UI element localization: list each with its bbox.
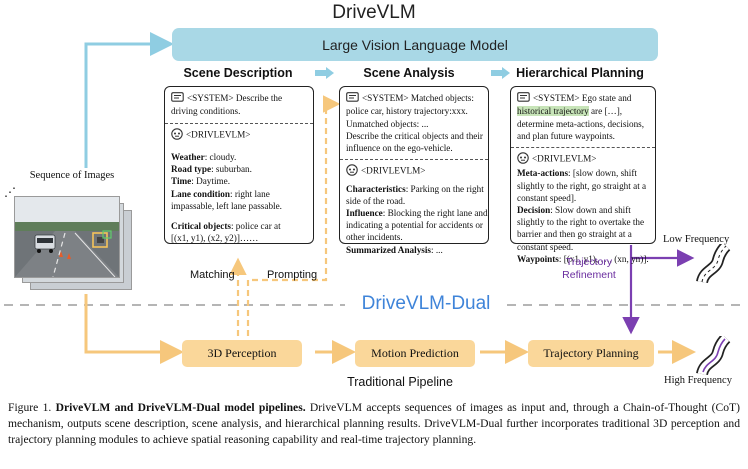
vlm-robot-icon <box>517 152 529 167</box>
dashed-divider <box>165 122 313 124</box>
system-text: Unmatched objects: ... <box>346 118 429 129</box>
field-row: impassable, left lane passable. <box>171 200 282 211</box>
trajectory-refinement-label: Trajectory Refinement <box>562 256 616 281</box>
high-frequency-road-icon <box>694 333 738 381</box>
field-row: constant speed]. <box>517 192 577 203</box>
field-row: side of the road. <box>346 195 406 206</box>
field-row: Critical objects: police car at <box>171 220 281 231</box>
dashed-divider <box>511 147 655 149</box>
high-frequency-label: High Frequency <box>664 375 732 386</box>
stage-header-hierarchical-planning: Hierarchical Planning <box>516 66 644 80</box>
matching-label: Matching <box>190 269 235 281</box>
output-tag: <DRIVLEVLM> <box>186 129 251 140</box>
system-text: driving conditions. <box>171 106 241 117</box>
field-row: Characteristics: Parking on the right <box>346 183 484 194</box>
pipeline-3d-perception: 3D Perception <box>182 340 302 367</box>
scene-analysis-card: <SYSTEM> Matched objects: police car, hi… <box>339 86 489 255</box>
pipeline-trajectory-planning: Trajectory Planning <box>528 340 654 367</box>
traditional-pipeline-label: Traditional Pipeline <box>347 375 453 389</box>
output-tag: <DRIVLEVLM> <box>532 153 597 164</box>
field-row: slightly to the right, go straight at a <box>517 180 647 191</box>
system-prompt-icon <box>171 92 184 105</box>
field-row: Waypoints: [(x1, y1), …, (xn, yn)]. <box>517 253 649 264</box>
system-prompt-icon <box>346 92 359 105</box>
field-row: Influence: Blocking the right lane and <box>346 207 488 218</box>
arrow-images-to-llm <box>84 32 174 168</box>
system-text: <SYSTEM> Describe the <box>187 93 283 103</box>
input-label: Sequence of Images <box>29 170 115 181</box>
field-row: other incidents. <box>346 232 403 243</box>
field-row: Summarized Analysis: ... <box>346 244 443 255</box>
driving-scene-image <box>14 196 120 278</box>
arrow-prompting <box>246 95 341 336</box>
vlm-robot-icon <box>346 164 358 179</box>
system-text: determine meta-actions, decisions, <box>517 118 645 129</box>
field-row: indicating a potential for accidents or <box>346 220 483 231</box>
diagram-title: DriveVLM <box>332 2 416 23</box>
output-tag: <DRIVLEVLM> <box>361 166 426 177</box>
field-row: constant speed. <box>517 241 574 252</box>
scene-description-card: <SYSTEM> Describe the driving conditions… <box>164 86 314 244</box>
field-row: Weather: cloudy. <box>171 151 237 162</box>
dual-title: DriveVLM-Dual <box>361 293 491 314</box>
pipeline-motion-prediction: Motion Prediction <box>355 340 475 367</box>
system-text: <SYSTEM> Matched objects: <box>362 93 474 103</box>
road-scene <box>15 197 119 278</box>
llm-bar: Large Vision Language Model <box>172 28 658 61</box>
field-row: Road type: suburban. <box>171 164 252 175</box>
hierarchical-planning-card: <SYSTEM> Ego state and historical trajec… <box>510 86 656 264</box>
system-text: <SYSTEM> Ego state and <box>533 93 632 103</box>
system-text: and plan future waypoints. <box>517 130 615 141</box>
arrow-images-to-perception <box>84 294 184 364</box>
system-text: police car, history trajectory:xxx. <box>346 106 468 117</box>
system-text: Describe the critical objects and their <box>346 130 483 141</box>
system-prompt-icon <box>517 92 530 105</box>
ellipsis-marker: ⋰ <box>4 185 16 199</box>
field-row: [(x1, y1), (x2, y2)]…… <box>171 233 259 244</box>
field-row: Lane condition: right lane <box>171 188 270 199</box>
figure-caption: Figure 1. DriveVLM and DriveVLM-Dual mod… <box>8 401 740 446</box>
field-row: Decision: Slow down and shift <box>517 204 631 215</box>
system-text: influence on the ego-vehicle. <box>346 143 453 154</box>
field-row: Meta-actions: [slow down, shift <box>517 168 637 179</box>
stage-header-scene-description: Scene Description <box>183 66 293 80</box>
field-row: barrier and then go straight at a <box>517 229 632 240</box>
field-row: slightly to the right to overtake the <box>517 217 645 228</box>
field-row: Time: Daytime. <box>171 176 231 187</box>
prompting-label: Prompting <box>267 269 318 281</box>
highlighted-term: historical trajectory <box>517 106 589 117</box>
dashed-divider <box>340 159 488 161</box>
stage-header-scene-analysis: Scene Analysis <box>363 66 455 80</box>
low-frequency-road-icon <box>694 241 738 289</box>
vlm-robot-icon <box>171 127 183 143</box>
low-frequency-label: Low Frequency <box>663 234 730 245</box>
